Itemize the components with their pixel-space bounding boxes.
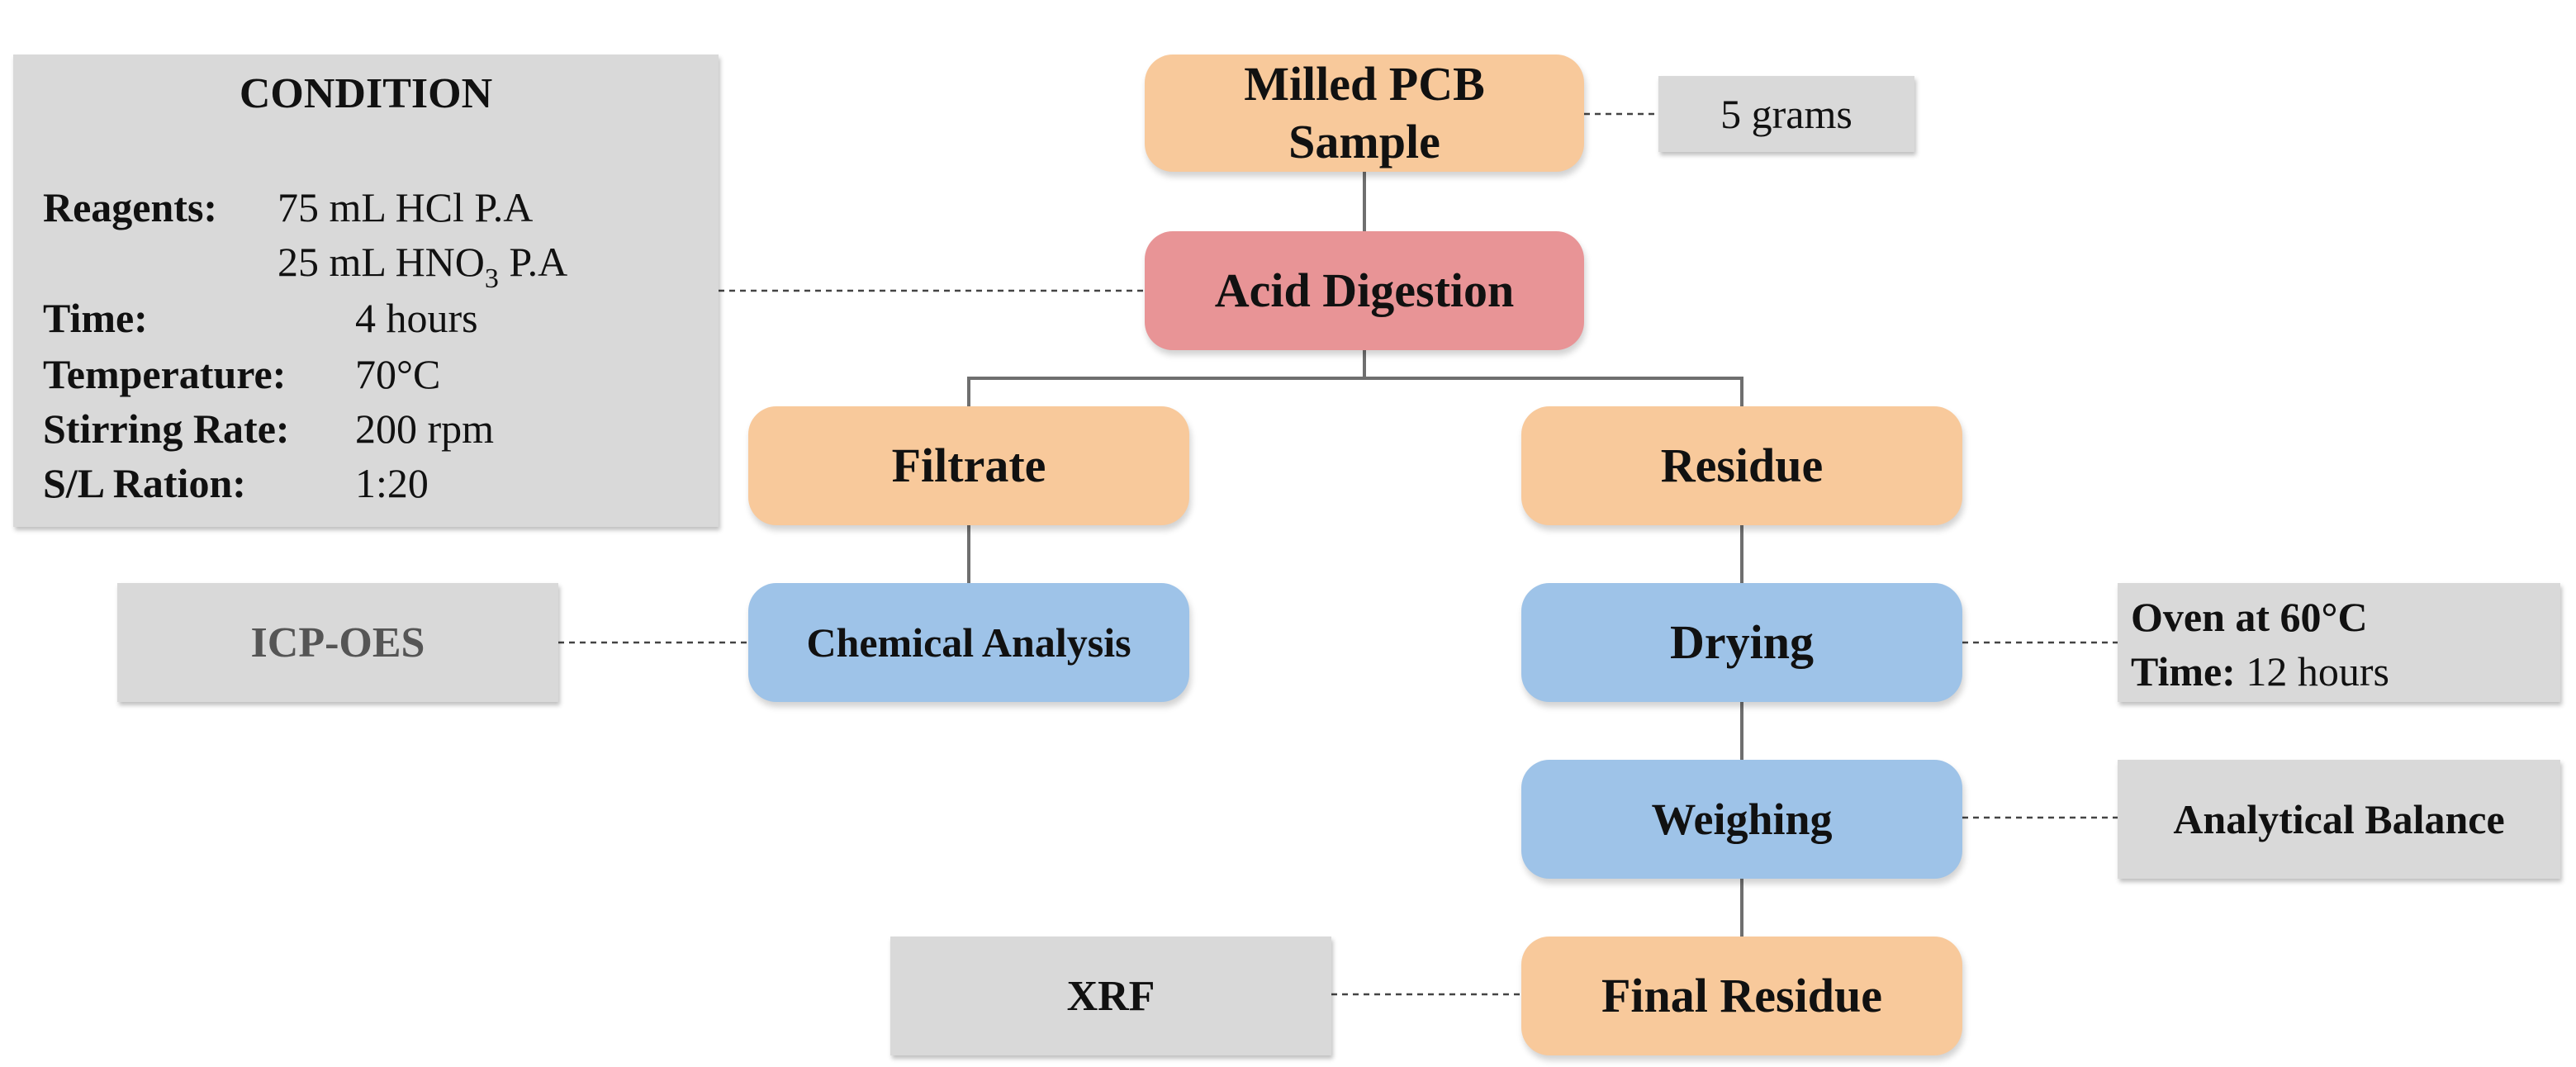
node-chem-label: Chemical Analysis xyxy=(806,619,1131,666)
node-acid-label: Acid Digestion xyxy=(1214,263,1515,318)
time-value: 4 hours xyxy=(355,295,478,341)
condition-title: CONDITION xyxy=(239,70,493,117)
node-weighing-label: Weighing xyxy=(1651,794,1833,844)
annotation-xrf: XRF xyxy=(890,937,1331,1055)
oven-temperature-line: Oven at 60°C xyxy=(2131,590,2560,644)
stirring-value: 200 rpm xyxy=(355,405,495,452)
reagents-label: Reagents: xyxy=(43,184,218,230)
sl-ratio-label: S/L Ration: xyxy=(43,460,246,506)
stirring-label: Stirring Rate: xyxy=(43,405,290,452)
temperature-label: Temperature: xyxy=(43,351,287,397)
node-residue: Residue xyxy=(1521,406,1962,525)
oven-time-line: Time: 12 hours xyxy=(2131,644,2560,699)
temperature-value: 70°C xyxy=(355,351,441,397)
annotation-grams-text: 5 grams xyxy=(1720,91,1853,137)
annotation-oven-conditions: Oven at 60°C Time: 12 hours xyxy=(2118,583,2560,702)
reagent-hcl: 75 mL HCl P.A xyxy=(278,184,534,230)
oven-label: Oven at 60°C xyxy=(2131,594,2368,640)
annotation-balance-text: Analytical Balance xyxy=(2173,796,2505,842)
annotation-icp-text: ICP-OES xyxy=(250,619,425,666)
annotation-xrf-text: XRF xyxy=(1066,972,1155,1020)
oven-time-value: 12 hours xyxy=(2246,648,2389,695)
node-filtrate: Filtrate xyxy=(748,406,1189,525)
node-residue-label: Residue xyxy=(1660,439,1824,493)
reagent-hno3-subscript: 3 xyxy=(484,263,499,294)
node-weighing: Weighing xyxy=(1521,760,1962,879)
annotation-sample-mass: 5 grams xyxy=(1658,76,1914,152)
connector-acid-branch xyxy=(967,377,1743,406)
condition-panel: CONDITION Reagents: 75 mL HCl P.A 25 mL … xyxy=(13,55,719,527)
node-milled-label: Milled PCB Sample xyxy=(1244,57,1485,168)
time-label: Time: xyxy=(43,295,148,341)
node-drying: Drying xyxy=(1521,583,1962,702)
reagent-hno3-prefix: 25 mL HNO xyxy=(278,239,485,285)
node-milled-pcb-sample: Milled PCB Sample xyxy=(1145,55,1584,172)
node-filtrate-label: Filtrate xyxy=(891,439,1046,493)
reagent-hno3-suffix: P.A xyxy=(498,239,568,285)
annotation-icp-oes: ICP-OES xyxy=(117,583,558,702)
node-final-label: Final Residue xyxy=(1601,969,1882,1023)
oven-time-label: Time: xyxy=(2131,648,2236,695)
sl-ratio-value: 1:20 xyxy=(355,460,429,506)
node-acid-digestion: Acid Digestion xyxy=(1145,231,1584,350)
annotation-analytical-balance: Analytical Balance xyxy=(2118,760,2560,879)
reagent-hno3: 25 mL HNO3 P.A xyxy=(278,238,568,293)
node-drying-label: Drying xyxy=(1670,615,1814,670)
node-final-residue: Final Residue xyxy=(1521,937,1962,1055)
node-chemical-analysis: Chemical Analysis xyxy=(748,583,1189,702)
